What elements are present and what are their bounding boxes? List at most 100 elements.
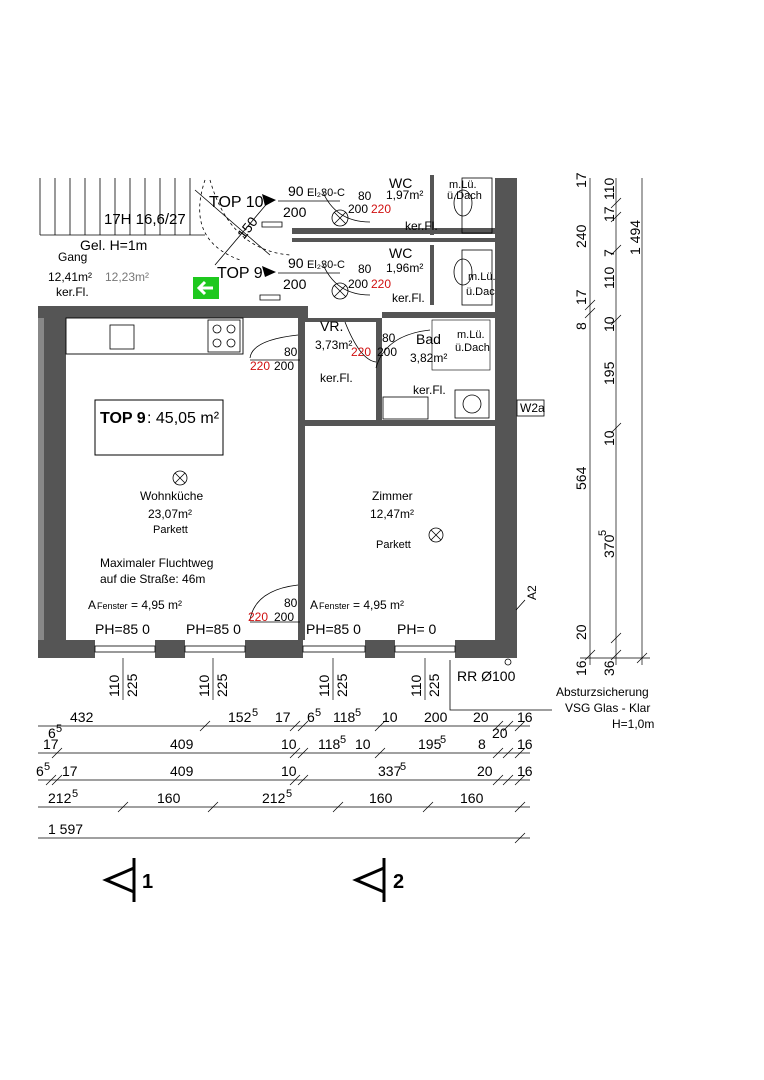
zimmer-area: 12,47m² <box>370 507 414 521</box>
gang-floor: ker.Fl. <box>56 285 89 299</box>
w2a-tag <box>516 399 545 417</box>
wc2-floor: ker.Fl. <box>392 291 425 305</box>
wc1-area: 1,97m² <box>386 188 423 202</box>
horizontal-dimension-lines <box>38 720 530 844</box>
wc2-vent: m.Lü. <box>468 271 496 283</box>
window-height: 225 <box>426 673 442 697</box>
kitchen-door-h: 200 <box>274 359 294 373</box>
hdim-row1-10: 10 <box>382 709 398 725</box>
hdim-row3-337-sup: 5 <box>400 761 406 773</box>
unit-label: TOP 9 <box>100 410 146 427</box>
hdim-row3-16: 16 <box>517 763 533 779</box>
window-width: 110 <box>408 674 424 697</box>
hdim-row1-152: 152 <box>228 709 252 725</box>
gang-height: Gel. H=1m <box>80 237 147 253</box>
hdim-row1-16: 16 <box>517 709 533 725</box>
wc1-door-w: 80 <box>358 189 372 203</box>
vdim-110b: 110 <box>601 266 617 289</box>
wc2-door-w: 80 <box>358 262 372 276</box>
zimmer-door-w: 80 <box>284 596 298 610</box>
fall-protection-line2: VSG Glas - Klar <box>565 701 650 715</box>
vdim-16: 16 <box>573 660 589 676</box>
vdim-370-sup: 5 <box>597 530 609 536</box>
vdim-110a: 110 <box>601 177 617 200</box>
top10-door-type: El₂30-C <box>307 187 345 199</box>
vdim-1494: 1 494 <box>627 220 643 255</box>
hdim-row4-212-sup: 5 <box>72 788 78 800</box>
kitchen-door-h2: 220 <box>250 359 270 373</box>
hdim-row2-118: 118 <box>318 736 341 752</box>
vdim-20: 20 <box>573 624 589 640</box>
hdim-row2-10b: 10 <box>355 736 371 752</box>
wc2-door-h2: 220 <box>371 277 391 291</box>
zimmer-name: Zimmer <box>372 489 413 503</box>
wohnkueche-floor: Parkett <box>153 524 188 536</box>
vdim-10a: 10 <box>601 316 617 332</box>
window-width: 110 <box>106 674 122 697</box>
zimmer-window-a: A <box>310 598 318 612</box>
gang-area: 12,41m² <box>48 270 92 284</box>
hdim-row3-409: 409 <box>170 763 194 779</box>
hdim-row2-8: 8 <box>478 736 486 752</box>
hdim-row2-16: 16 <box>517 736 533 752</box>
wohnkueche-area: 23,07m² <box>148 507 192 521</box>
wc-block <box>259 175 497 306</box>
hdim-row1-432: 432 <box>70 709 94 725</box>
hdim-row3-10: 10 <box>281 763 297 779</box>
vr-area: 3,73m² <box>315 338 352 352</box>
hdim-row1-200: 200 <box>424 709 448 725</box>
top10-label: TOP 10 <box>209 194 264 211</box>
hdim-row3-6: 6 <box>36 763 44 779</box>
vdim-195: 195 <box>601 361 617 385</box>
hdim-row2-10: 10 <box>281 736 297 752</box>
hdim-row2-17: 17 <box>43 736 59 752</box>
hdim-row4-160b: 160 <box>369 790 393 806</box>
hdim-row4-160c: 160 <box>460 790 484 806</box>
hdim-row1-118-sup: 5 <box>355 707 361 719</box>
vdim-370: 370 <box>601 534 617 558</box>
top9-door-type: El₂30-C <box>307 259 345 271</box>
hdim-row4-160a: 160 <box>157 790 181 806</box>
staircase <box>39 178 291 277</box>
hdim-row2-409: 409 <box>170 736 194 752</box>
window-sizes <box>122 658 426 700</box>
ph-label: PH=85 0 <box>186 621 241 637</box>
fall-protection-line3: H=1,0m <box>612 717 654 731</box>
section-label-1: 1 <box>142 871 153 893</box>
window-width: 110 <box>196 674 212 697</box>
hdim-row4-212b: 212 <box>262 790 286 806</box>
escape-route-line2: auf die Straße: 46m <box>100 572 205 586</box>
zimmer-door-h: 200 <box>274 610 294 624</box>
wc1-name: WC <box>389 175 412 191</box>
wc2-vent2: ü.Dach <box>466 286 501 298</box>
vdim-17a: 17 <box>573 172 589 188</box>
zimmer-floor: Parkett <box>376 539 411 551</box>
window-height: 225 <box>214 673 230 697</box>
window-width: 110 <box>316 674 332 697</box>
wc1-vent: m.Lü. <box>449 179 477 191</box>
hdim-row2-118-sup: 5 <box>340 734 346 746</box>
vdim-17b: 17 <box>601 206 617 222</box>
wohnkueche-window-sub: Fenster <box>97 601 128 611</box>
wohnkueche-window-val: = 4,95 m² <box>131 598 182 612</box>
top9-entry-label: TOP 9 <box>217 265 263 282</box>
section-label-2: 2 <box>393 871 404 893</box>
hdim-row1-6: 6 <box>307 709 315 725</box>
wohnkueche-window-a: A <box>88 598 96 612</box>
vr-name: VR. <box>320 318 343 334</box>
window-height: 225 <box>124 673 140 697</box>
wc2-door-h: 200 <box>348 277 368 291</box>
fall-protection-line1: Absturzsicherung <box>556 685 649 699</box>
window-height: 225 <box>334 673 350 697</box>
vdim-7: 7 <box>601 249 617 257</box>
hdim-row3-17: 17 <box>62 763 78 779</box>
hdim-row1-6b-sup: 5 <box>56 723 62 735</box>
hdim-row3-6-sup: 5 <box>44 761 50 773</box>
hdim-row2-195-sup: 5 <box>440 734 446 746</box>
vertical-dimension-lines <box>580 178 650 665</box>
hdim-total: 1 597 <box>48 821 83 837</box>
top10-door-h: 200 <box>283 204 307 220</box>
ph-label: PH=85 0 <box>306 621 361 637</box>
vdim-240: 240 <box>573 224 589 248</box>
zimmer-window-sub: Fenster <box>319 601 350 611</box>
